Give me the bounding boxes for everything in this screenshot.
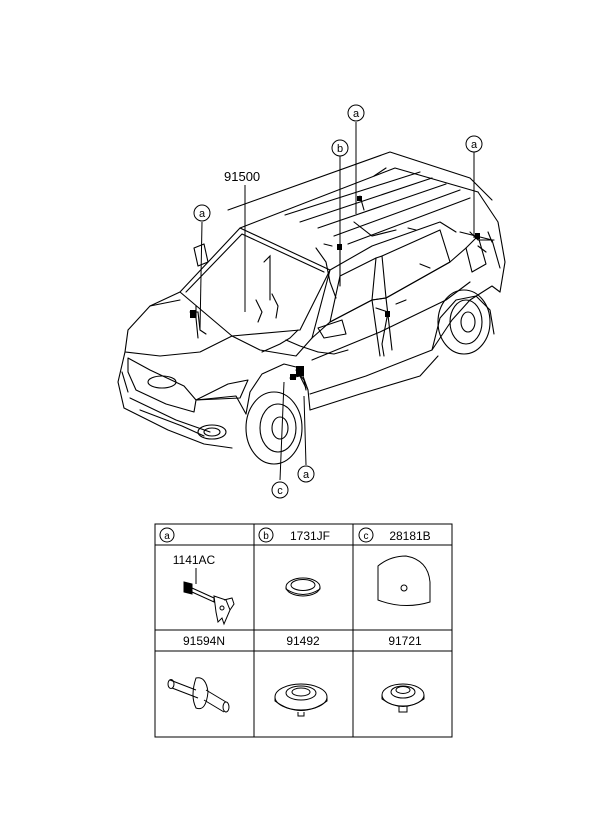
- grommet-91721-icon: [381, 683, 425, 713]
- table-header-b: b: [258, 527, 274, 543]
- part-1141ac-label: 1141AC: [173, 553, 216, 567]
- svg-text:a: a: [199, 208, 206, 220]
- callout-c: c: [271, 481, 289, 499]
- grommet-ring-icon: [285, 577, 321, 597]
- table-header-c: c: [358, 527, 374, 543]
- callout-a-roof: a: [347, 104, 365, 122]
- callout-a-bottom: a: [297, 465, 315, 483]
- table-header-a: a: [159, 527, 175, 543]
- svg-text:a: a: [303, 469, 310, 481]
- main-part-number: 91500: [224, 169, 260, 184]
- leader-lines: [199, 122, 475, 481]
- grommet-91492-icon: [274, 683, 328, 717]
- svg-text:c: c: [277, 485, 283, 497]
- parts-table: [154, 523, 453, 738]
- table-header-b-part: 1731JF: [290, 529, 330, 543]
- tube-grommet-icon: [167, 677, 230, 713]
- svg-text:a: a: [471, 139, 478, 151]
- callout-a-left: a: [193, 204, 211, 222]
- part-91721-label: 91721: [388, 634, 422, 648]
- bolt-bracket-icon: [183, 568, 235, 626]
- wiring-harness: [189, 167, 495, 391]
- svg-text:b: b: [263, 531, 269, 542]
- vehicle-illustration: [117, 151, 506, 465]
- svg-text:c: c: [364, 531, 369, 542]
- pad-icon: [377, 555, 431, 606]
- table-header-c-part: 28181B: [389, 529, 430, 543]
- part-91492-label: 91492: [286, 634, 320, 648]
- svg-text:a: a: [164, 531, 170, 542]
- callout-a-rear: a: [465, 135, 483, 153]
- svg-text:a: a: [353, 108, 360, 120]
- svg-text:b: b: [337, 143, 343, 155]
- part-91594n-label: 91594N: [183, 634, 225, 648]
- callout-b: b: [331, 139, 349, 157]
